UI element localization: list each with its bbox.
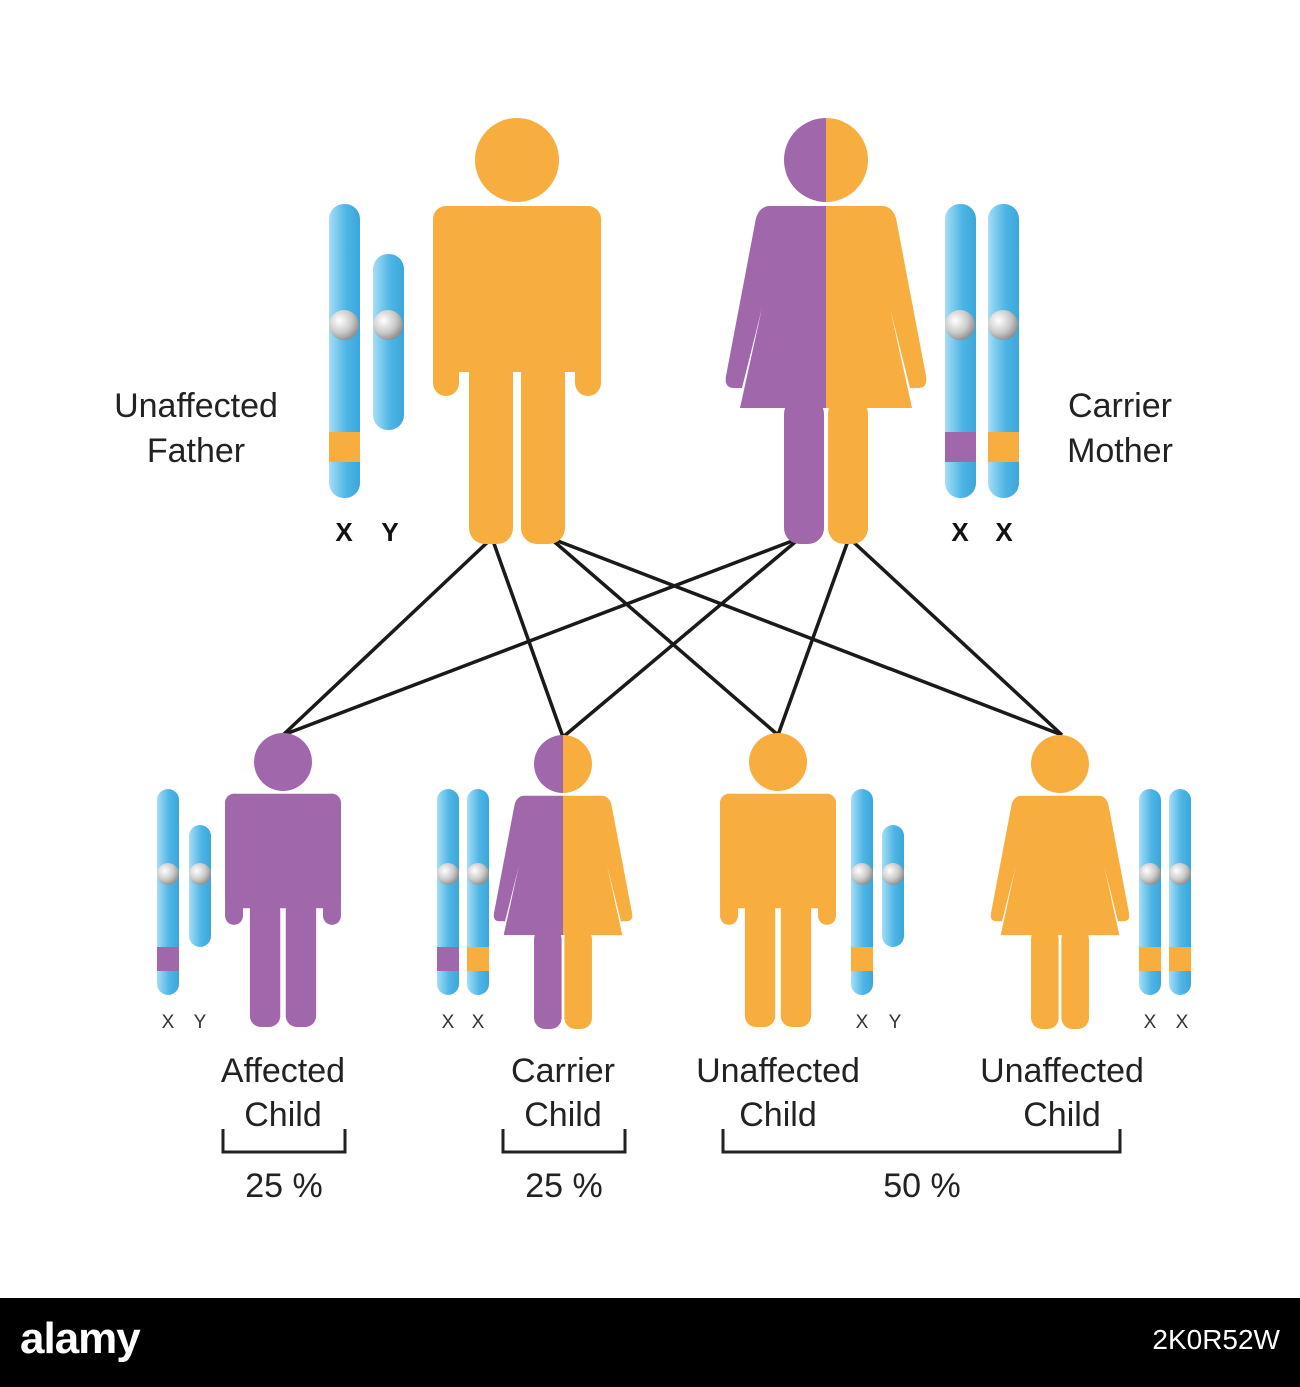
image-id: 2K0R52W (1152, 1324, 1280, 1355)
child-affected-figure (225, 733, 341, 1027)
child2-label-line2: Child (524, 1096, 601, 1134)
child-carrier-chromosomes: X X (437, 789, 489, 1033)
bracket-affected (221, 1129, 347, 1154)
child1-label-line1: Affected (221, 1052, 345, 1090)
child-unaffected-male-chromosomes: X Y (851, 789, 904, 1033)
mother-label-line2: Mother (1067, 432, 1173, 470)
child2-label-line1: Carrier (511, 1052, 615, 1090)
father-figure (433, 118, 601, 544)
father-chromosomes: X Y (329, 204, 404, 547)
child1-label-line2: Child (244, 1096, 321, 1134)
x-linked-inheritance-diagram: X Y Unaffected Father X X Carrier Mother… (114, 118, 1191, 1205)
mother-chrom-x1-label: X (951, 517, 969, 547)
inheritance-lines (281, 536, 1064, 739)
child-unaffected-male-figure (720, 733, 836, 1027)
child3-label-line2: Child (739, 1096, 816, 1134)
watermark-footer: alamy 2K0R52W (0, 1298, 1300, 1387)
child1-chrom2-label: Y (194, 1012, 207, 1033)
percent-affected: 25 % (245, 1167, 323, 1205)
father-label-line1: Unaffected (114, 387, 278, 425)
mother-figure (725, 118, 927, 544)
child-carrier-figure (493, 735, 633, 1029)
child4-chrom1-label: X (1144, 1012, 1157, 1033)
father-chrom-y-label: Y (381, 517, 398, 547)
percent-unaffected: 50 % (883, 1167, 961, 1205)
father-label-line2: Father (147, 432, 245, 470)
child3-label-line1: Unaffected (696, 1052, 860, 1090)
bracket-carrier (501, 1129, 627, 1154)
child2-chrom2-label: X (472, 1012, 485, 1033)
brand-logo: alamy (20, 1314, 141, 1363)
child4-label-line2: Child (1023, 1096, 1100, 1134)
percent-carrier: 25 % (525, 1167, 603, 1205)
child1-chrom1-label: X (162, 1012, 175, 1033)
mother-chrom-x2-label: X (995, 517, 1013, 547)
child2-chrom1-label: X (442, 1012, 455, 1033)
child3-chrom1-label: X (856, 1012, 869, 1033)
child3-chrom2-label: Y (889, 1012, 902, 1033)
child4-label-line1: Unaffected (980, 1052, 1144, 1090)
bracket-unaffected (721, 1129, 1122, 1154)
child-affected-chromosomes: X Y (157, 789, 211, 1033)
child-unaffected-female-chromosomes: X X (1139, 789, 1191, 1033)
child-unaffected-female-figure (990, 735, 1130, 1029)
mother-label-line1: Carrier (1068, 387, 1172, 425)
mother-chromosomes: X X (945, 204, 1019, 547)
father-chrom-x-label: X (335, 517, 353, 547)
child4-chrom2-label: X (1176, 1012, 1189, 1033)
